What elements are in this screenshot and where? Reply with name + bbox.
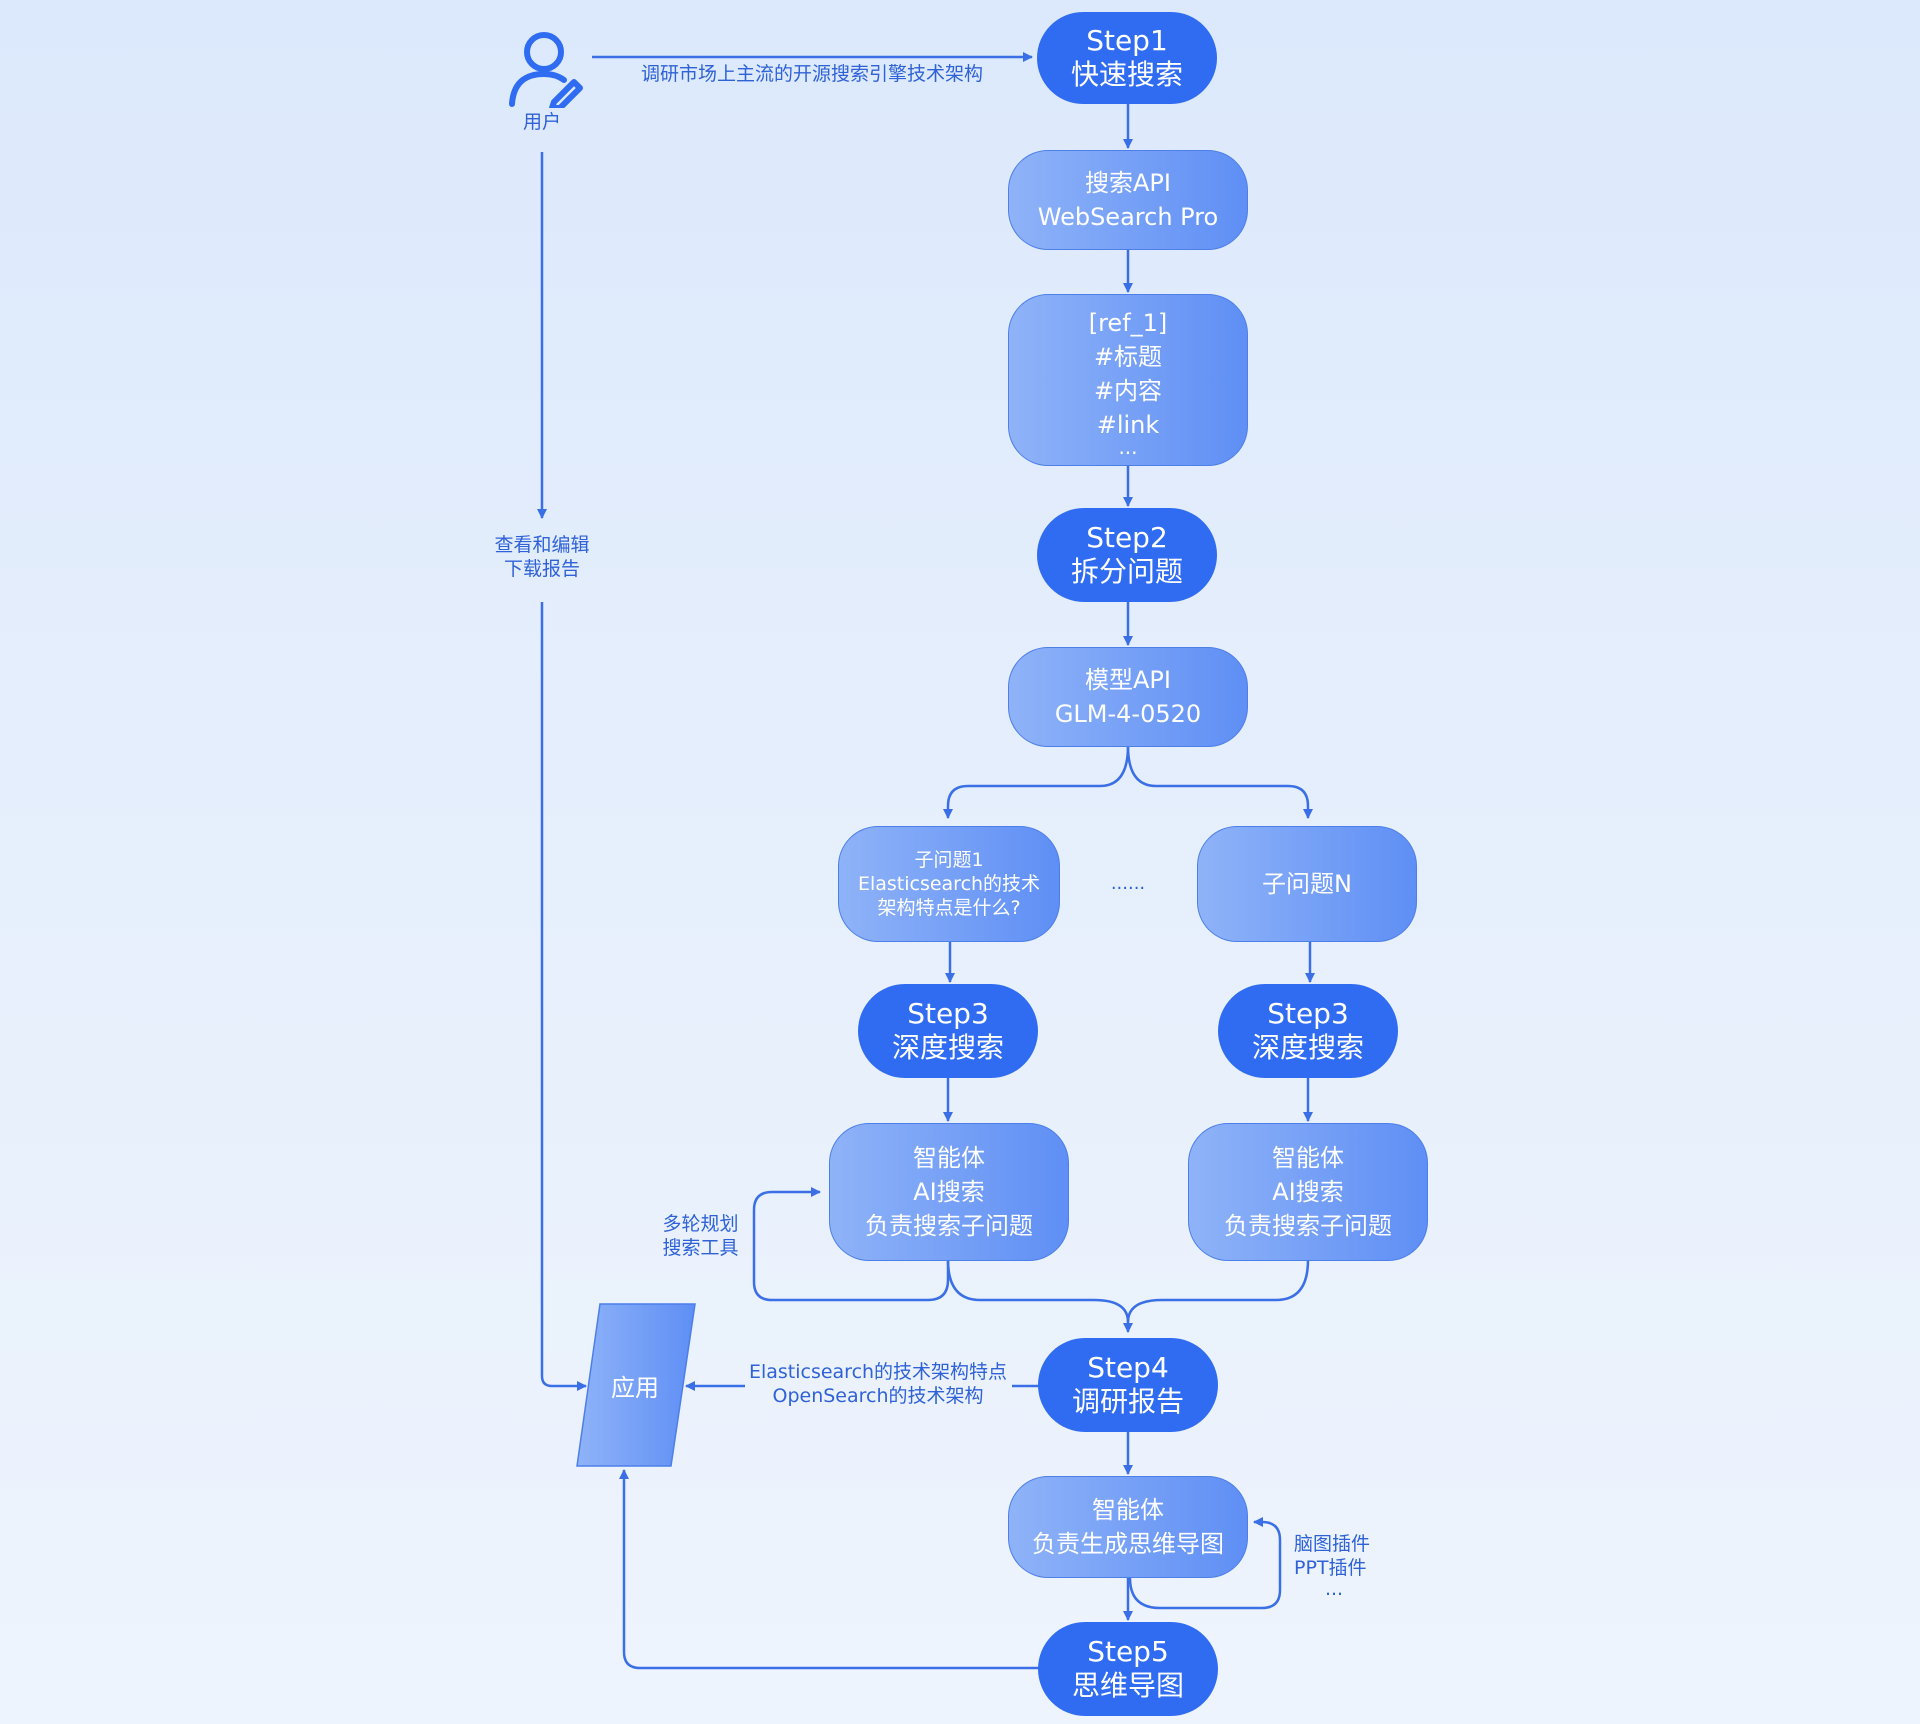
step4-research-report[interactable]: Step4 调研报告 [1038, 1338, 1218, 1432]
edge-label-step4-outputs: Elasticsearch的技术架构特点 OpenSearch的技术架构 [745, 1360, 1011, 1408]
step4-title: Step4 [1087, 1351, 1169, 1384]
elasticsearch-features-label: Elasticsearch的技术架构特点 [748, 1361, 1008, 1383]
agent-mindmap-title: 智能体 [1092, 1496, 1164, 1524]
model-api-name: GLM-4-0520 [1054, 700, 1202, 728]
search-api-title: 搜索API [1085, 169, 1171, 197]
agent-mindmap-duty: 负责生成思维导图 [1032, 1530, 1224, 1558]
search-tools-label: 搜索工具 [662, 1237, 739, 1259]
agent-left-type: AI搜索 [913, 1178, 985, 1206]
ref-more: ... [1118, 435, 1138, 459]
step3-right-title: Step3 [1267, 997, 1349, 1030]
edge-plugin-loop [1128, 1517, 1282, 1610]
agent-right-type: AI搜索 [1272, 1178, 1344, 1206]
agent-left-duty: 负责搜索子问题 [865, 1212, 1033, 1240]
edge-label-research-market: 调研市场上主流的开源搜索引擎技术架构 [640, 63, 983, 85]
app-label: 应用 [611, 1374, 659, 1402]
multi-round-label: 多轮规划 [662, 1213, 739, 1235]
sub-question-1-line1: Elasticsearch的技术 [857, 873, 1041, 895]
edge-agent-left-to-step4 [946, 1259, 1133, 1333]
step2-title: Step2 [1086, 521, 1168, 554]
view-edit-label: 查看和编辑 [494, 534, 590, 556]
model-api-node[interactable]: 模型API GLM-4-0520 [1008, 647, 1248, 747]
agent-right-duty: 负责搜索子问题 [1224, 1212, 1392, 1240]
sub-question-ellipsis: ...... [1110, 873, 1146, 894]
step3-left-subtitle: 深度搜索 [891, 1031, 1004, 1064]
edge-user-to-app-bottom [540, 602, 587, 1391]
app-parallelogram[interactable] [575, 1302, 697, 1470]
edge-label-multi-round-search-tools: 多轮规划 搜索工具 [648, 1212, 753, 1260]
sub-question-1-title: 子问题1 [914, 849, 984, 871]
step3-deep-search-left[interactable]: Step3 深度搜索 [858, 984, 1038, 1078]
edge-label-view-edit-download: 查看和编辑 下载报告 [482, 533, 602, 581]
sub-question-1-line2: 架构特点是什么? [877, 897, 1021, 919]
step1-subtitle: 快速搜索 [1070, 58, 1183, 91]
edge-agent-right-to-step4 [1126, 1259, 1310, 1323]
step5-title: Step5 [1087, 1635, 1169, 1668]
step1-title: Step1 [1086, 24, 1168, 57]
step3-deep-search-right[interactable]: Step3 深度搜索 [1218, 984, 1398, 1078]
model-api-title: 模型API [1085, 666, 1171, 694]
step2-split-question[interactable]: Step2 拆分问题 [1037, 508, 1217, 602]
sub-question-n-title: 子问题N [1262, 870, 1352, 898]
edge-step5-to-app [619, 1469, 1038, 1670]
ref-link-field: #link [1096, 411, 1160, 439]
sub-question-1-node[interactable]: 子问题1 Elasticsearch的技术 架构特点是什么? [838, 826, 1060, 942]
user-edit-icon [509, 32, 583, 108]
ref-id: [ref_1] [1088, 309, 1168, 337]
step5-subtitle: 思维导图 [1071, 1669, 1184, 1702]
edge-label-plugins: 脑图插件 PPT插件 ... [1294, 1532, 1394, 1600]
step3-right-subtitle: 深度搜索 [1251, 1031, 1364, 1064]
agent-mindmap-node[interactable]: 智能体 负责生成思维导图 [1008, 1476, 1248, 1578]
step5-mind-map[interactable]: Step5 思维导图 [1038, 1622, 1218, 1716]
download-report-label: 下载报告 [503, 558, 580, 580]
plugins-more-label: ... [1324, 1578, 1344, 1600]
opensearch-architecture-label: OpenSearch的技术架构 [772, 1385, 984, 1407]
ref-title-field: #标题 [1093, 343, 1163, 371]
edge-model-api-to-sub1 [943, 745, 1130, 819]
step2-subtitle: 拆分问题 [1070, 555, 1183, 588]
agent-ai-search-left[interactable]: 智能体 AI搜索 负责搜索子问题 [829, 1123, 1069, 1261]
agent-right-title: 智能体 [1272, 1144, 1344, 1172]
agent-ai-search-right[interactable]: 智能体 AI搜索 负责搜索子问题 [1188, 1123, 1428, 1261]
ref-content-field: #内容 [1093, 377, 1163, 405]
mindmap-plugin-label: 脑图插件 [1294, 1533, 1371, 1555]
step4-subtitle: 调研报告 [1071, 1385, 1184, 1418]
ppt-plugin-label: PPT插件 [1294, 1557, 1367, 1579]
sub-question-n-node[interactable]: 子问题N [1197, 826, 1417, 942]
agent-left-title: 智能体 [913, 1144, 985, 1172]
edge-multi-round-loop [752, 1187, 950, 1302]
edge-model-api-to-subN [1126, 745, 1313, 819]
search-api-node[interactable]: 搜索API WebSearch Pro [1008, 150, 1248, 250]
step1-quick-search[interactable]: Step1 快速搜索 [1037, 12, 1217, 104]
search-api-name: WebSearch Pro [1037, 203, 1219, 231]
step3-left-title: Step3 [907, 997, 989, 1030]
user-label: 用户 [522, 111, 561, 133]
search-result-ref-node[interactable]: [ref_1] #标题 #内容 #link ... [1008, 294, 1248, 466]
